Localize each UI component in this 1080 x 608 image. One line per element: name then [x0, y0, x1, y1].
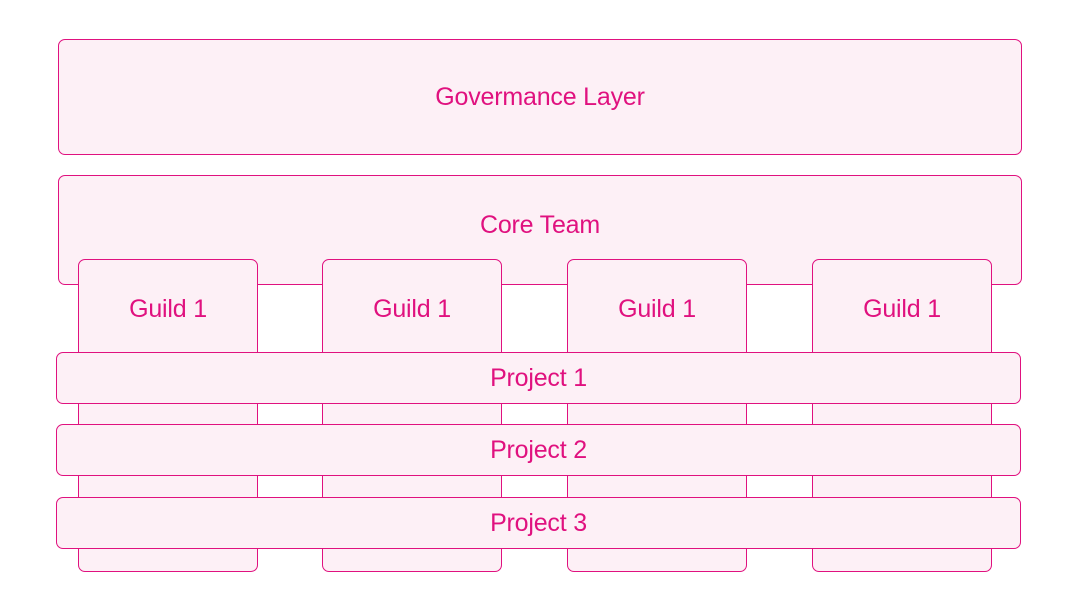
core-team-label: Core Team [479, 211, 600, 239]
project-label: Project 2 [490, 435, 587, 464]
project-1-bar: Project 1 [56, 352, 1021, 404]
guild-label: Guild 1 [373, 295, 451, 323]
guild-label: Guild 1 [129, 295, 207, 323]
guild-label: Guild 1 [618, 295, 696, 323]
project-2-bar: Project 2 [56, 424, 1021, 476]
project-label: Project 3 [490, 508, 587, 537]
guild-label: Guild 1 [863, 295, 941, 323]
governance-layer-box: Govermance Layer [58, 39, 1022, 155]
governance-layer-label: Govermance Layer [435, 82, 645, 111]
project-3-bar: Project 3 [56, 497, 1021, 549]
project-label: Project 1 [490, 363, 587, 392]
